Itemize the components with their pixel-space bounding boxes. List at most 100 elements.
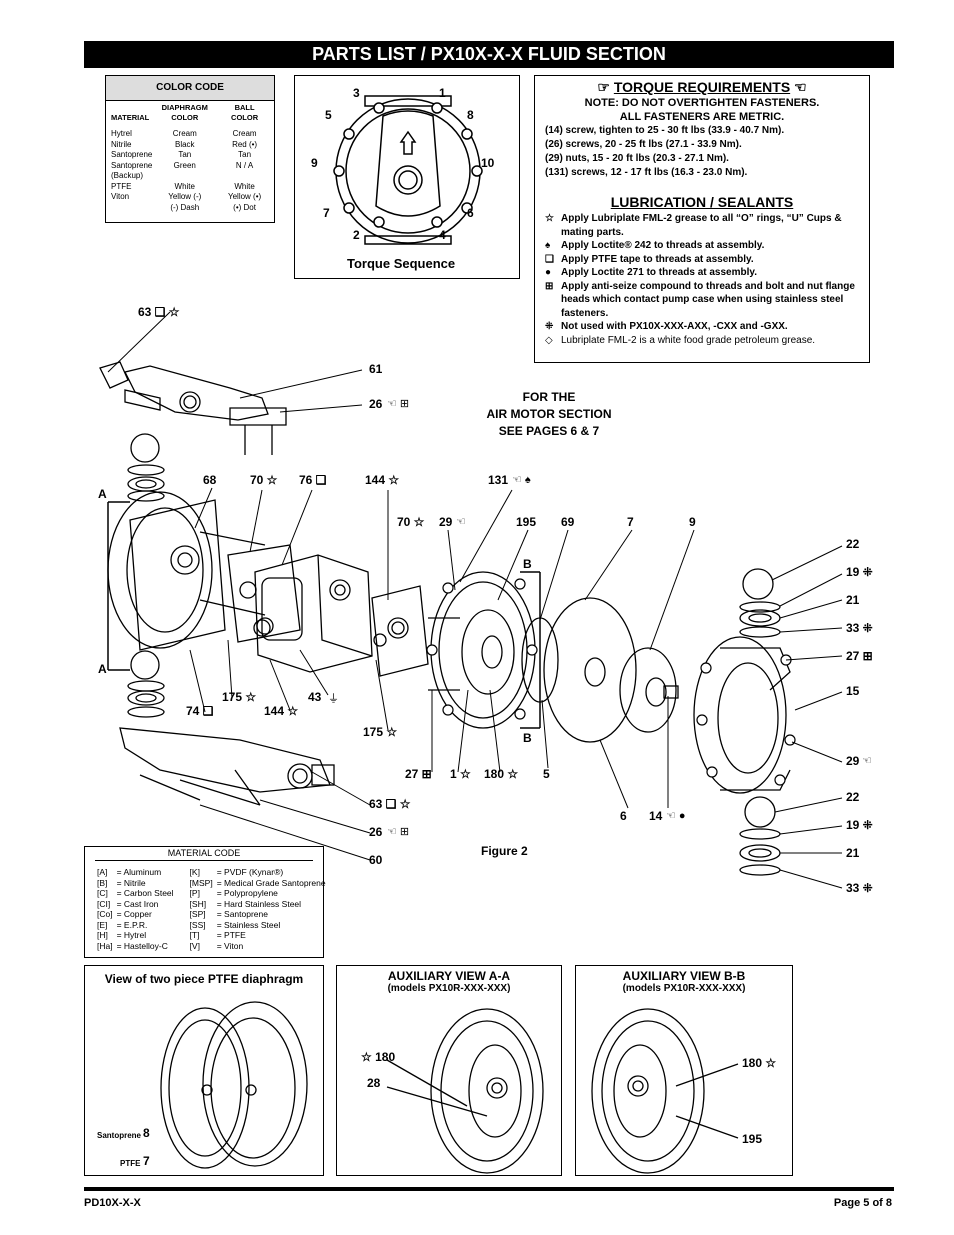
ball-color-cell: White [234, 181, 255, 191]
material-code-row: [H]= Hytrel[T]= PTFE [95, 930, 328, 941]
material-cell: Santoprene [111, 150, 153, 159]
color-code-table: COLOR CODE DIAPHRAGM BALL MATERIAL COLOR… [105, 75, 275, 223]
diaphragm-color-cell: (-) Dash [170, 202, 200, 212]
aux-b-subcaption: (models PX10R-XXX-XXX) [622, 983, 746, 994]
torque-seq-10: 10 [481, 156, 495, 170]
material-code-key: [Co] [97, 909, 113, 919]
ball-color-cell: Tan [238, 150, 252, 159]
torque-sequence-panel: 3 1 5 8 9 10 7 6 2 4 Torque Sequence [294, 75, 520, 279]
callout-131: 131 [488, 473, 509, 487]
lubrication-item: ⊞Apply anti-seize compound to threads an… [545, 280, 861, 321]
aux-b-caption: AUXILIARY VIEW B-B [622, 969, 746, 983]
material-code-value: = Medical Grade Santoprene [216, 877, 326, 888]
footer-model: PD10X-X-X [84, 1197, 141, 1209]
color-code-grid: DIAPHRAGM BALL MATERIAL COLOR COLOR Hytr… [109, 103, 274, 213]
hand-torque-icon: ☜ ⊞ [387, 398, 410, 410]
ball-header-1: BALL [234, 103, 255, 112]
material-code-key: [SS] [189, 919, 206, 930]
torque-seq-4: 4 [439, 228, 446, 242]
lubrication-item: ☆Apply Lubriplate FML-2 grease to all “O… [545, 212, 861, 239]
callout-29-lower: 29 [846, 754, 860, 768]
santoprene-label: Santoprene [97, 1131, 142, 1140]
material-code-value: = Stainless Steel [216, 919, 281, 930]
torque-seq-9: 9 [311, 156, 318, 170]
callout-22-lower: 22 [846, 790, 860, 804]
diaphragm-color-cell: White [174, 181, 195, 191]
callout-63-upper: 63 ❑ ☆ [138, 305, 180, 319]
callout-195: 195 [516, 515, 537, 529]
lubrication-text: Not used with PX10X-XXX-AXX, -CXX and -G… [561, 321, 788, 332]
callout-70-left: 70 ☆ [250, 473, 278, 487]
lubrication-symbol-icon: ⊞ [545, 280, 554, 292]
material-code-value: = Copper [116, 909, 152, 919]
diaphragm-color-cell: Yellow (-) [168, 192, 202, 201]
material-code-key: [C] [97, 888, 108, 898]
material-code-value: = Santoprene [216, 909, 268, 919]
callout-19-lower: 19 ⁜ [846, 818, 873, 832]
hand-loctite-icon: ☜ ● [666, 810, 686, 822]
lubrication-item: ◇Lubriplate FML-2 is a white food grade … [545, 334, 861, 348]
lubrication-item: ♠Apply Loctite® 242 to threads at assemb… [545, 239, 861, 253]
torque-seq-7: 7 [323, 206, 330, 220]
ball-color-cell: Red (•) [232, 139, 258, 149]
material-code-key: [K] [189, 867, 200, 877]
lubrication-text: Apply Loctite 271 to threads at assembly… [561, 267, 757, 278]
lubrication-symbol-icon: ⁜ [545, 321, 554, 332]
torque-spec-line: (26) screws, 20 - 25 ft lbs (27.1 - 33.9… [545, 139, 742, 150]
torque-spec-line: (14) screw, tighten to 25 - 30 ft lbs (3… [545, 125, 785, 136]
lubrication-text: Lubriplate FML-2 is a white food grade p… [561, 334, 816, 346]
torque-seq-3: 3 [353, 86, 360, 100]
aux-a-callout-180: ☆ 180 [361, 1050, 396, 1064]
torque-spec-line: (131) screws, 12 - 17 ft lbs (16.3 - 23.… [545, 167, 748, 178]
material-code-value: = Hytrel [116, 930, 147, 940]
callout-61: 61 [369, 362, 383, 376]
material-code-value: = Hard Stainless Steel [216, 898, 302, 909]
air-motor-note: FOR THE AIR MOTOR SECTION SEE PAGES 6 & … [484, 389, 614, 440]
lubrication-item: ❑Apply PTFE tape to threads at assembly. [545, 253, 861, 267]
torque-note-1: NOTE: DO NOT OVERTIGHTEN FASTENERS. [584, 97, 820, 109]
air-motor-note-line-2: AIR MOTOR SECTION [486, 407, 612, 421]
torque-heading-row: ☞ TORQUE REQUIREMENTS ☜ [535, 79, 869, 96]
torque-seq-6: 6 [467, 206, 474, 220]
material-cell: (Backup) [111, 171, 144, 180]
material-code-key: [A] [97, 867, 108, 877]
material-code-key: [E] [97, 919, 108, 930]
lubrication-text: Apply Loctite® 242 to threads at assembl… [561, 240, 765, 251]
material-code-value: = Carbon Steel [116, 888, 174, 898]
auxiliary-view-b-panel: AUXILIARY VIEW B-B (models PX10R-XXX-XXX… [575, 965, 793, 1176]
diaphragm-color-cell: Black [174, 139, 195, 149]
color-code-heading: COLOR CODE [106, 76, 274, 101]
callout-9: 9 [689, 515, 696, 529]
footer-page-number: Page 5 of 8 [833, 1197, 892, 1209]
hand-icon-29-lower: ☜ [862, 755, 872, 767]
hand-spade-icon: ☜ ♠ [512, 474, 531, 486]
callout-26-lower: 26 [369, 825, 383, 839]
ball-color-cell: Cream [232, 129, 257, 138]
callout-144-lower: 144 ☆ [264, 704, 299, 718]
callout-74: 74 ❑ [186, 704, 214, 718]
material-code-key: [SP] [189, 909, 206, 919]
lubrication-item: ● Apply Loctite 271 to threads at assembl… [545, 266, 861, 280]
material-code-key: [T] [189, 930, 200, 940]
ground-icon: ⏚ [328, 693, 339, 705]
diaphragm-color-cell: Tan [178, 150, 192, 159]
callout-60: 60 [369, 853, 383, 867]
callout-7: 7 [627, 515, 634, 529]
callout-15: 15 [846, 684, 860, 698]
material-code-row: [B]= Nitrile[MSP]= Medical Grade Santopr… [95, 878, 328, 889]
diaphragm-color-cell: Green [173, 160, 196, 170]
section-marker-a-lower: A [98, 662, 107, 676]
footer-rule [84, 1187, 894, 1191]
material-code-value: = Polypropylene [216, 888, 278, 898]
material-cell: Viton [111, 192, 130, 201]
callout-14: 14 [649, 809, 663, 823]
lubrication-symbol-icon: ● [545, 267, 552, 278]
air-motor-note-line-1: FOR THE [522, 390, 576, 404]
figure-caption: Figure 2 [481, 844, 528, 858]
callout-76: 76 ❑ [299, 473, 327, 487]
material-code-key: [P] [189, 888, 200, 898]
